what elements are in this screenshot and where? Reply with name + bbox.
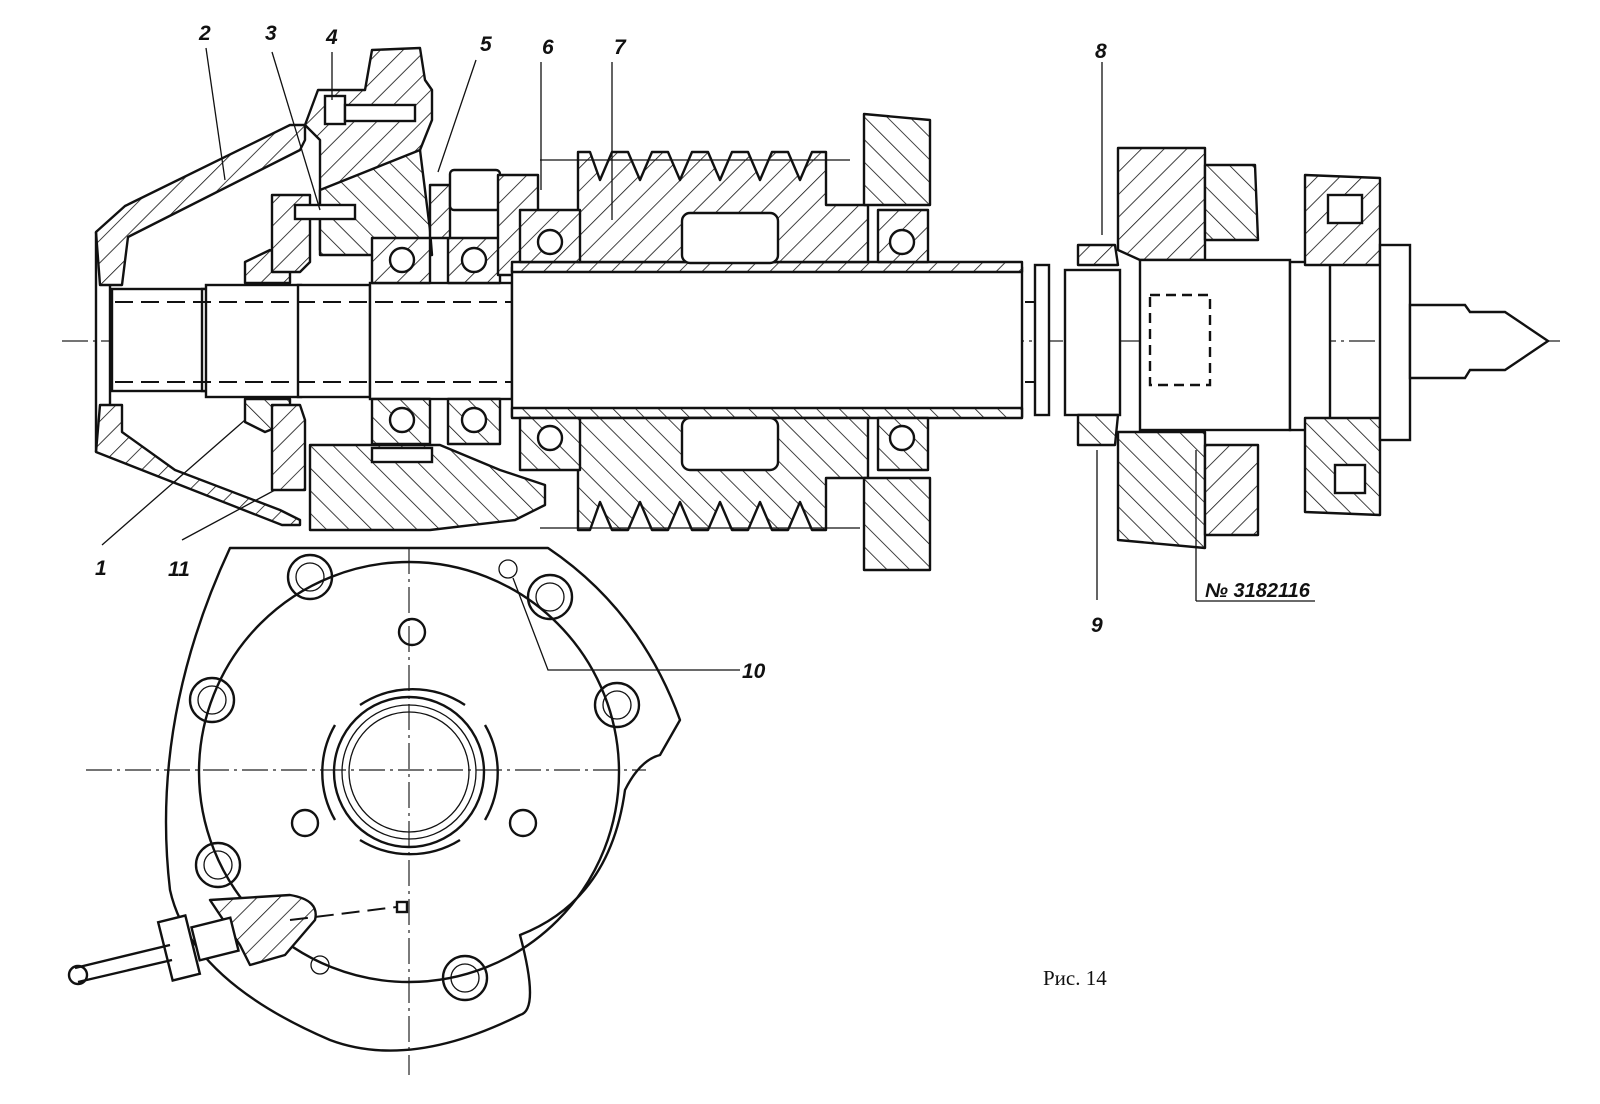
chuck-body-lower	[1116, 430, 1207, 550]
callout-labels: 2 3 4 5 6 7 8 1 11 9 10 № 3182116 Рис. 1…	[95, 22, 1311, 990]
figure-caption: Рис. 14	[1043, 966, 1107, 990]
section-view	[62, 46, 1560, 572]
callout-11: 11	[168, 558, 190, 581]
frame-wall-upper	[862, 112, 932, 207]
callout-8: 8	[1095, 40, 1107, 63]
spindle-bore	[332, 695, 486, 849]
callout-10: 10	[742, 660, 766, 683]
callout-2: 2	[198, 22, 211, 45]
oil-plug	[448, 168, 502, 212]
leader-lines	[101, 47, 1315, 671]
callout-6: 6	[542, 36, 554, 59]
callout-7: 7	[614, 36, 627, 59]
callout-5: 5	[480, 33, 492, 56]
housing-lower	[308, 443, 547, 532]
callout-4: 4	[325, 26, 338, 49]
spindle-tube	[510, 266, 1024, 418]
pulley-lower	[576, 416, 870, 532]
nut-8	[1076, 243, 1120, 267]
nut-9	[1076, 413, 1120, 447]
callout-3: 3	[265, 22, 277, 45]
bearing-pair-left	[370, 236, 502, 446]
flange-bolts	[188, 553, 641, 1002]
live-center	[1408, 303, 1551, 380]
frame-wall-lower	[862, 476, 932, 572]
flange-hub-circle	[197, 560, 621, 984]
chuck-body-upper	[1116, 146, 1207, 262]
patent-number: № 3182116	[1205, 580, 1311, 602]
callout-1: 1	[95, 557, 107, 580]
shaft-end	[110, 287, 209, 393]
callout-9: 9	[1091, 614, 1103, 637]
end-view	[67, 546, 682, 1075]
flange-outline	[164, 546, 682, 1052]
end-cover-lower	[94, 403, 302, 527]
pulley-upper	[576, 150, 870, 264]
grease-fitting	[67, 893, 409, 986]
